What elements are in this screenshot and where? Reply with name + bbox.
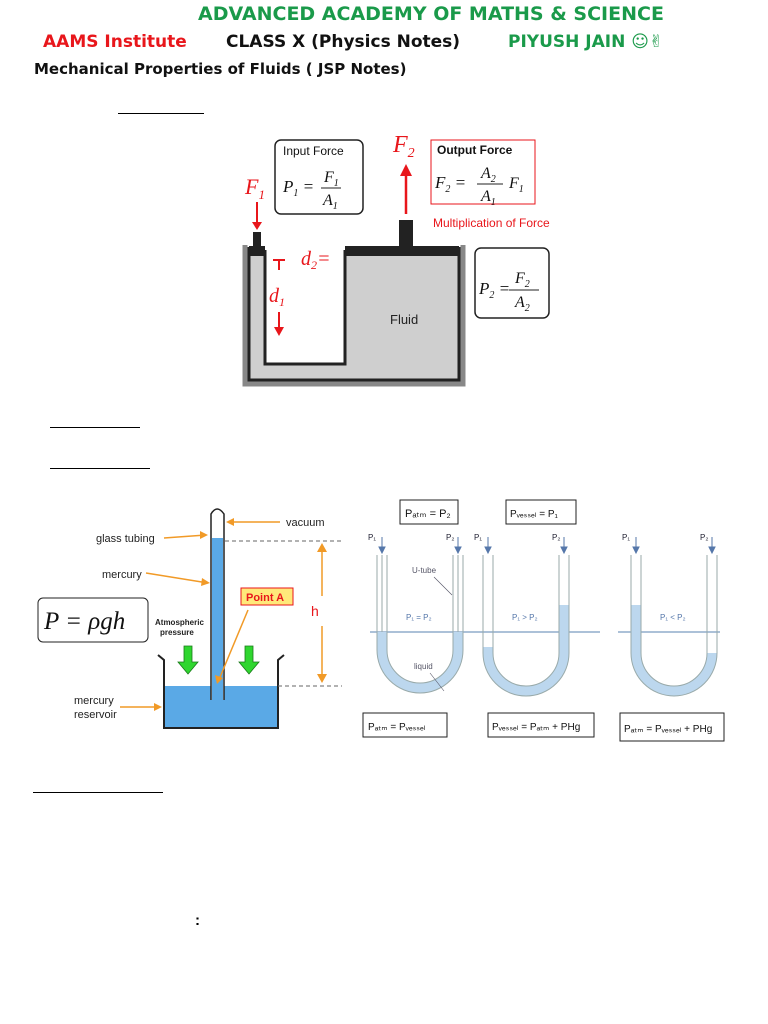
manometer-eq-3: P₁ < P₂ <box>660 613 686 622</box>
output-force-title: Output Force <box>437 143 513 157</box>
atmospheric-arrow-right <box>238 645 260 675</box>
output-force-box <box>430 139 536 205</box>
topic-title: Mechanical Properties of Fluids ( JSP No… <box>34 60 407 78</box>
eq-f2-lhs: F2 = <box>434 173 466 195</box>
eq-p1-num: F1 <box>323 169 339 189</box>
svg-text:Pₐₜₘ = P₂: Pₐₜₘ = P₂ <box>405 508 451 520</box>
institute-label: AAMS Institute <box>43 32 187 52</box>
atmospheric-arrow-left <box>177 645 199 675</box>
small-piston <box>249 246 265 256</box>
manometer-eq-2: P₁ > P₂ <box>512 613 538 622</box>
class-label: CLASS X (Physics Notes) <box>226 32 461 52</box>
point-a-label: Point A <box>246 592 284 604</box>
manometer-box-top-1 <box>399 499 459 525</box>
pressure-formula: P = ρgh <box>43 608 125 635</box>
academy-title: ADVANCED ACADEMY OF MATHS & SCIENCE <box>198 3 664 25</box>
input-force-box <box>274 139 364 215</box>
blank-rule-1 <box>118 113 204 114</box>
p1-label-1: P₁ <box>368 533 376 542</box>
svg-text:Pᵥₑₛₛₑₗ = P₁: Pᵥₑₛₛₑₗ = P₁ <box>510 509 559 520</box>
d2-label: d2= <box>301 248 331 272</box>
svg-text:Pₐₜₘ = Pᵥₑₛₛₑₗ + PHg: Pₐₜₘ = Pᵥₑₛₛₑₗ + PHg <box>624 724 712 735</box>
mercury-label: mercury <box>102 569 142 581</box>
fluid-region <box>249 250 459 380</box>
glass-tubing-label: glass tubing <box>96 533 155 545</box>
svg-text:Pᵥₑₛₛₑₗ = Pₐₜₘ + PHg: Pᵥₑₛₛₑₗ = Pₐₜₘ + PHg <box>492 722 580 733</box>
eq-p1-lhs: P1 = <box>282 177 314 199</box>
utube-label: U-tube <box>412 566 437 575</box>
f1-label: F1 <box>244 174 265 202</box>
atmospheric-label-1: Atmospheric <box>155 618 204 627</box>
p2-label-1: P₂ <box>446 533 454 542</box>
manometer-box-bottom-3 <box>619 712 725 742</box>
manometer-box-bottom-2 <box>487 712 595 738</box>
manometer-box-bottom-1 <box>362 712 448 738</box>
author-label: PIYUSH JAIN ☺✌ <box>508 32 664 52</box>
p2-label-3: P₂ <box>700 533 708 542</box>
manometer-tube-3 <box>630 555 718 697</box>
colon-mark: : <box>195 912 200 929</box>
large-piston <box>345 246 459 256</box>
eq-p1-den: A1 <box>322 192 338 212</box>
vacuum-label: vacuum <box>286 517 325 529</box>
manometers-diagram: Pₐₜₘ = P₂ Pᵥₑₛₛₑₗ = P₁ P₁ P₂ P₁ P₂ P₁ P₂… <box>362 499 725 742</box>
pressure-formula-box <box>37 597 149 643</box>
input-force-title: Input Force <box>283 144 344 158</box>
eq-f2-tail: F1 <box>508 175 524 195</box>
p2-label-2: P₂ <box>552 533 560 542</box>
manometer-tube-1 <box>376 555 464 694</box>
manometer-eq-1: P₁ = P₂ <box>406 613 432 622</box>
p2-box <box>474 247 550 319</box>
eq-f2-den: A1 <box>480 188 496 208</box>
blank-rule-4 <box>33 792 163 793</box>
manometer-box-top-2 <box>505 499 577 525</box>
reservoir-label-2: reservoir <box>74 709 117 721</box>
d1-label: d1 <box>269 285 285 309</box>
atmospheric-label-2: pressure <box>160 628 194 637</box>
hydraulic-lift-diagram: F1 F2 Input Force Output Force Multiplic… <box>242 132 550 387</box>
f2-label: F2 <box>392 132 415 161</box>
fluid-label: Fluid <box>390 312 418 327</box>
point-a-box <box>240 587 294 606</box>
p1-label-3: P₁ <box>622 533 630 542</box>
blank-rule-2 <box>50 427 140 428</box>
multiplication-label: Multiplication of Force <box>433 216 550 230</box>
manometer-tube-2 <box>482 555 570 697</box>
liquid-label: liquid <box>414 662 433 671</box>
eq-p2-lhs: P2 = <box>478 279 510 301</box>
h-label: h <box>311 603 319 619</box>
svg-text:Pₐₜₘ = Pᵥₑₛₛₑₗ: Pₐₜₘ = Pᵥₑₛₛₑₗ <box>368 722 426 733</box>
eq-f2-num: A2 <box>480 165 496 185</box>
barometer-diagram: P = ρgh Point A glass tubing vacuum merc… <box>37 508 342 729</box>
eq-p2-den: A2 <box>514 294 530 314</box>
eq-p2-num: F2 <box>514 270 530 290</box>
reservoir-label-1: mercury <box>74 695 114 707</box>
p1-label-2: P₁ <box>474 533 482 542</box>
blank-rule-3 <box>50 468 150 469</box>
mercury-column <box>212 538 223 700</box>
